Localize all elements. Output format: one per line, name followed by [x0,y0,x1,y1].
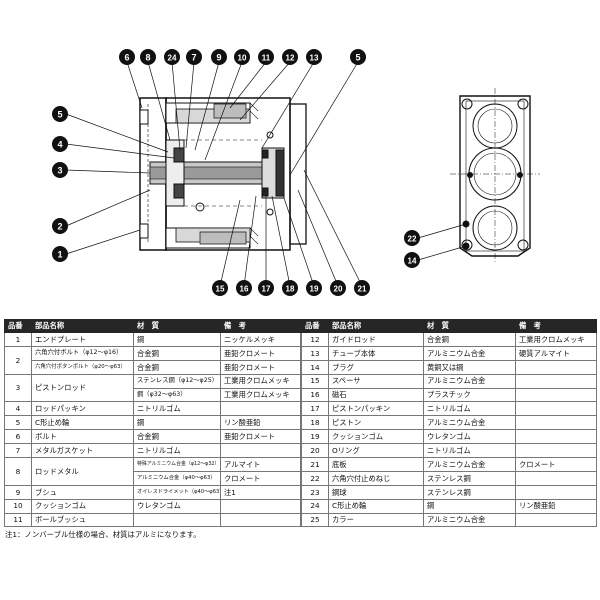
svg-text:5: 5 [355,53,360,63]
leader-lines [65,61,467,287]
section-view [139,97,307,251]
header-note: 備 考 [220,319,301,333]
callout-17: 17 [258,280,274,296]
svg-text:20: 20 [334,285,343,294]
svg-text:13: 13 [310,54,319,63]
footnote: 注1：ノンバーブル仕様の場合、材質はアルミになります。 [5,530,201,539]
table-row: 六角穴付ボタンボルト（φ20～φ63）合金鋼亜鉛クロメート [5,359,301,375]
svg-text:21: 21 [358,285,367,294]
svg-text:4: 4 [57,140,62,150]
callout-18: 18 [282,280,298,296]
svg-text:2: 2 [57,222,62,232]
callout-21: 21 [354,280,370,296]
callout-7: 7 [186,49,202,65]
callout-11: 11 [258,49,274,65]
callout-24: 24 [164,49,180,65]
callout-8: 8 [140,49,156,65]
callout-20: 20 [330,280,346,296]
callout-9: 9 [211,49,227,65]
svg-text:12: 12 [286,54,295,63]
svg-text:7: 7 [191,53,196,63]
header-part-no: 品番 [301,319,329,333]
svg-text:1: 1 [57,250,62,260]
table-header-row: 品番 部品名称 材 質 備 考 [4,319,301,333]
callout-3: 3 [52,162,68,178]
callout-14: 14 [404,252,420,268]
svg-text:9: 9 [216,53,221,63]
callout-13: 13 [306,49,322,65]
callout-4: 4 [52,136,68,152]
callout-12: 12 [282,49,298,65]
svg-text:6: 6 [124,53,129,63]
header-note: 備 考 [515,319,597,333]
header-material: 材 質 [423,319,516,333]
svg-text:5: 5 [57,110,62,120]
header-part-name: 部品名称 [31,319,134,333]
callout-2: 2 [52,218,68,234]
svg-text:8: 8 [145,53,150,63]
callout-10: 10 [234,49,250,65]
svg-text:11: 11 [262,54,271,63]
svg-text:3: 3 [57,166,62,176]
svg-text:10: 10 [238,54,247,63]
cylinder-cross-section-diagram: 6 8 24 7 9 10 11 12 13 5 5 4 3 2 1 15 16… [52,49,540,296]
header-material: 材 質 [133,319,221,333]
callout-15: 15 [212,280,228,296]
callout-16: 16 [236,280,252,296]
svg-text:24: 24 [168,54,177,63]
svg-text:16: 16 [240,285,249,294]
callout-5-top: 5 [350,49,366,65]
end-view [450,88,540,264]
callout-6: 6 [119,49,135,65]
svg-text:19: 19 [310,285,319,294]
table-header-row: 品番 部品名称 材 質 備 考 [301,319,597,333]
svg-text:14: 14 [408,257,417,266]
svg-text:22: 22 [408,235,417,244]
svg-text:18: 18 [286,285,295,294]
header-part-no: 品番 [4,319,32,333]
callout-1: 1 [52,246,68,262]
callout-19: 19 [306,280,322,296]
header-part-name: 部品名称 [328,319,424,333]
callout-22: 22 [404,230,420,246]
callout-5-left: 5 [52,106,68,122]
svg-text:15: 15 [216,285,225,294]
svg-text:17: 17 [262,285,271,294]
